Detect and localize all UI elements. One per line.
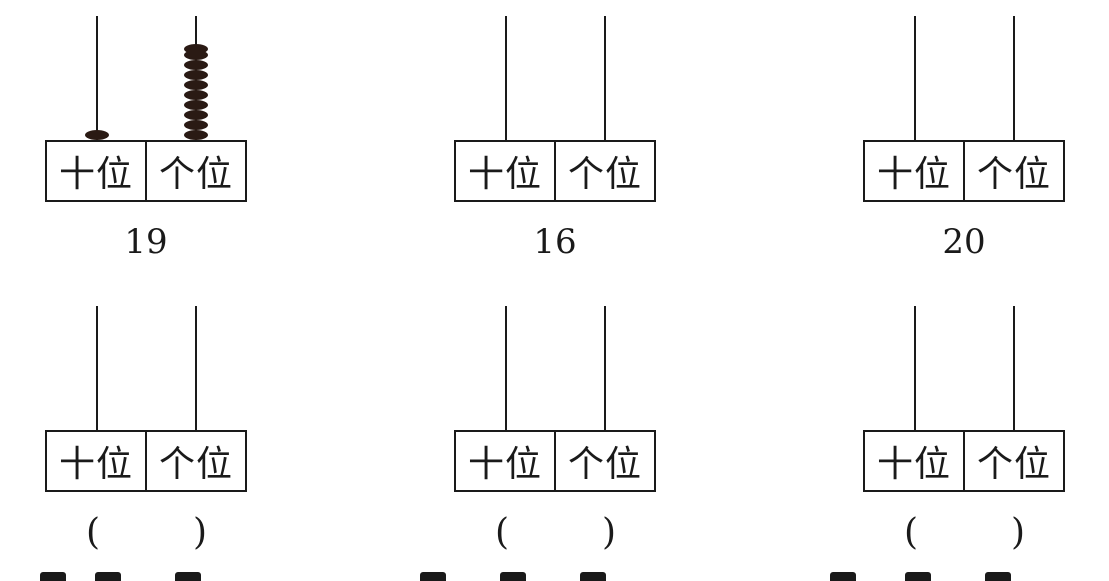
tens-bead [85,130,109,140]
place-value-label-box: 十位 个位 [454,140,656,202]
ones-bead [184,80,208,90]
number-caption: 19 [124,222,168,262]
cropped-mark [175,572,201,581]
answer-open-paren: ( [86,512,101,553]
tens-rod [914,306,916,430]
ones-rod [1013,306,1015,430]
cropped-mark [580,572,606,581]
answer-close-paren: ) [193,512,208,553]
answer-close-paren: ) [602,512,617,553]
abacus-4: 十位 个位 [45,306,247,506]
ones-rod [604,306,606,430]
tens-label: 十位 [467,154,542,195]
cropped-mark [420,572,446,581]
place-value-label-box: 十位 个位 [863,140,1065,202]
ones-bead [184,120,208,130]
ones-bead [184,100,208,110]
tens-rod [96,306,98,430]
cropped-mark [830,572,856,581]
ones-rod [1013,16,1015,140]
ones-bead [184,130,208,140]
abacus-5: 十位 个位 [454,306,656,506]
cropped-mark [500,572,526,581]
tens-rod [505,306,507,430]
number-caption: 16 [533,222,577,262]
ones-bead [184,70,208,80]
answer-open-paren: ( [904,512,919,553]
cropped-mark [985,572,1011,581]
number-caption: 20 [942,222,986,262]
tens-rod [96,16,98,140]
cropped-mark [40,572,66,581]
ones-bead [184,110,208,120]
place-value-label-box: 十位 个位 [863,430,1065,492]
ones-rod [195,306,197,430]
tens-rod [505,16,507,140]
ones-label: 个位 [145,142,245,200]
ones-label: 个位 [963,432,1063,490]
ones-bead [184,60,208,70]
abacus-3: 十位 个位 [863,16,1065,216]
ones-label: 个位 [145,432,245,490]
answer-open-paren: ( [495,512,510,553]
cropped-next-row [0,568,1109,581]
answer-close-paren: ) [1011,512,1026,553]
tens-label: 十位 [58,444,133,485]
tens-label: 十位 [467,444,542,485]
place-value-label-box: 十位 个位 [45,430,247,492]
tens-label: 十位 [58,154,133,195]
ones-label: 个位 [963,142,1063,200]
cropped-mark [905,572,931,581]
ones-label: 个位 [554,142,654,200]
abacus-1: 十位 个位 [45,16,247,216]
ones-bead-cap [184,44,208,54]
tens-label: 十位 [876,154,951,195]
place-value-label-box: 十位 个位 [454,430,656,492]
place-value-label-box: 十位 个位 [45,140,247,202]
tens-rod [914,16,916,140]
cropped-mark [95,572,121,581]
tens-label: 十位 [876,444,951,485]
ones-bead [184,50,208,60]
abacus-6: 十位 个位 [863,306,1065,506]
abacus-2: 十位 个位 [454,16,656,216]
ones-label: 个位 [554,432,654,490]
ones-bead [184,90,208,100]
ones-rod [604,16,606,140]
